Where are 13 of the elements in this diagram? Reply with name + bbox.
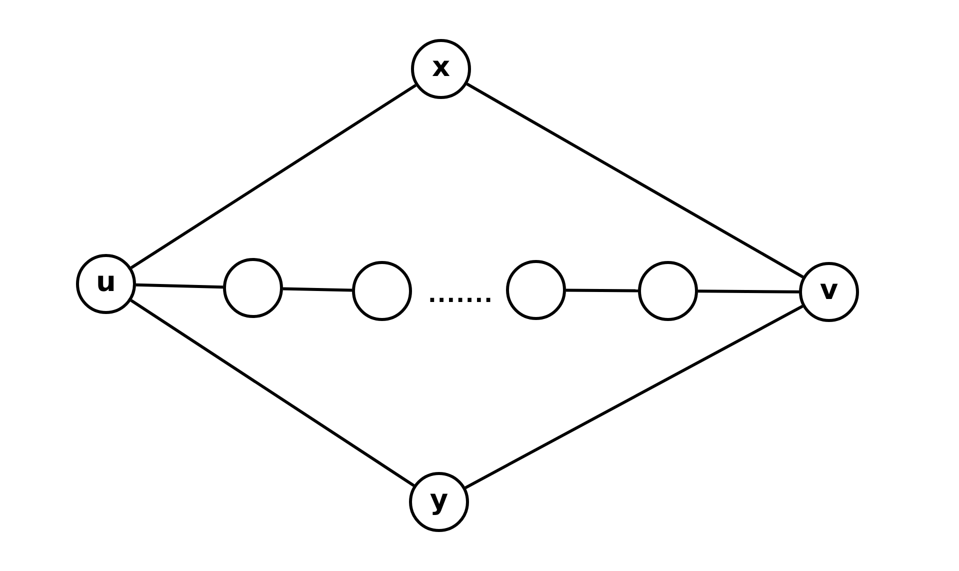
- edge-line: [282, 287, 352, 292]
- edge-line: [130, 299, 415, 487]
- edge-line: [136, 283, 224, 289]
- graph-vertex: x: [411, 39, 471, 99]
- edge-line: [466, 82, 804, 278]
- edge-line: [566, 288, 638, 292]
- graph-vertex: v: [799, 262, 859, 322]
- edge-line: [464, 304, 804, 490]
- graph-vertex: y: [409, 472, 469, 532]
- edge-line: [130, 84, 417, 270]
- ellipsis-text: .......: [428, 283, 494, 308]
- graph-vertex: u: [76, 254, 136, 314]
- edge-line: [698, 290, 800, 294]
